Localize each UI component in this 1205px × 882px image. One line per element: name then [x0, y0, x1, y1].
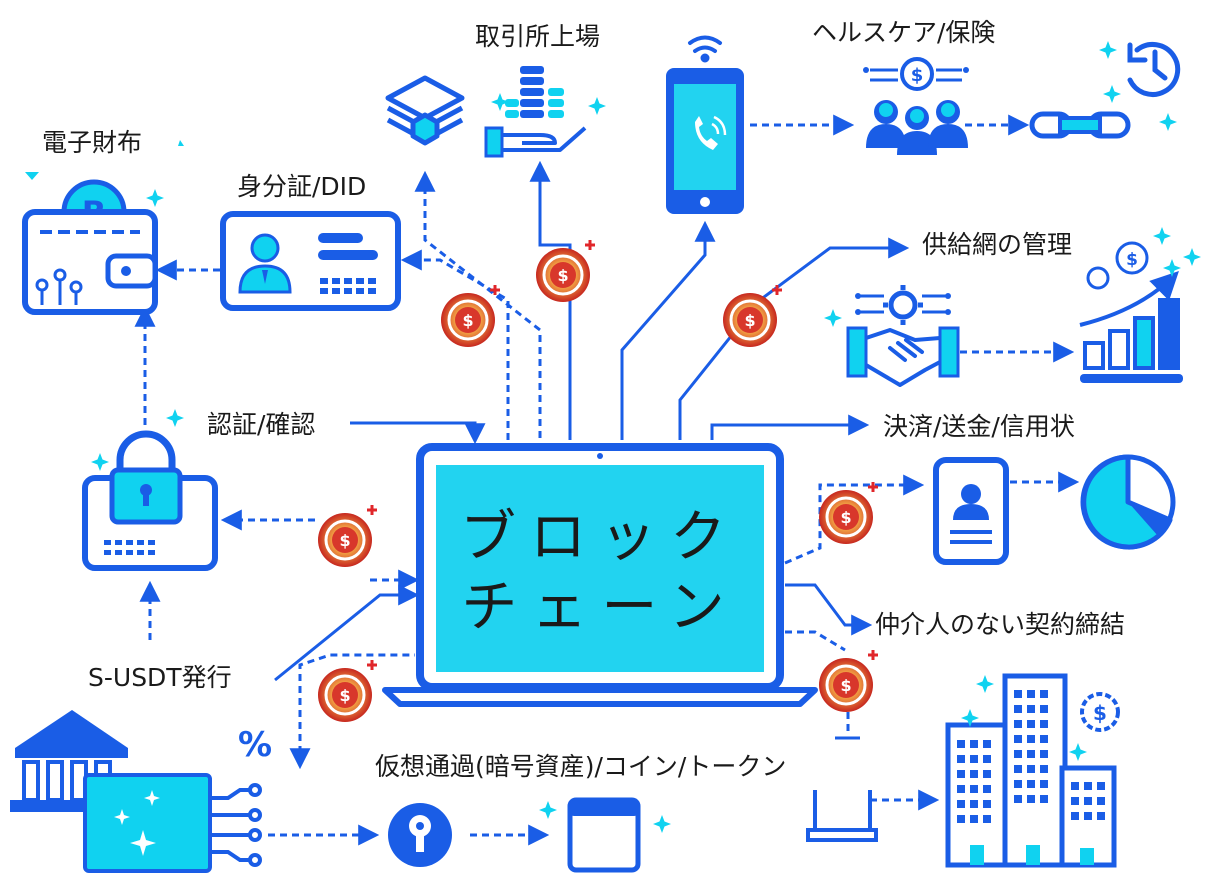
label-contract: 仲介人のない契約締結 — [875, 610, 1126, 639]
buildings-icon: $ — [945, 673, 1120, 868]
wallet-bitcoin-icon: B — [22, 179, 158, 315]
label-supply-chain: 供給網の管理 — [922, 230, 1073, 259]
smartphone-icon — [666, 68, 744, 214]
blocks-icon — [385, 75, 465, 146]
chain-link-icon — [1029, 111, 1131, 139]
svg-text:$: $ — [1126, 250, 1138, 270]
key-circle-icon — [388, 803, 452, 867]
percent-icon: % — [238, 725, 273, 765]
svg-text:$: $ — [1093, 701, 1107, 725]
label-identity: 身分証/DID — [237, 172, 367, 201]
label-auth: 認証/確認 — [207, 410, 316, 439]
padlock-icon — [82, 430, 218, 571]
connectors — [134, 114, 1080, 846]
laptop-icon — [382, 443, 818, 707]
people-money-icon: $ — [863, 57, 969, 155]
label-wallet: 電子財布 — [42, 128, 143, 157]
id-card-icon — [220, 211, 401, 311]
center-title-line2: チェーン — [461, 575, 739, 640]
svg-text:$: $ — [911, 65, 924, 86]
label-issuance: S-USDT発行 — [88, 663, 232, 692]
handshake-icon — [846, 285, 960, 387]
clock-icon — [1127, 41, 1181, 97]
center-title: ブロック チェーン — [430, 503, 770, 643]
pie-chart-icon — [1080, 454, 1176, 550]
growth-chart-icon: $ — [1079, 241, 1183, 383]
circuit-card-icon — [83, 773, 262, 873]
coin-stack-hand-icon — [484, 66, 606, 158]
browser-window-icon — [567, 797, 641, 873]
label-payment: 決済/送金/信用状 — [883, 412, 1075, 441]
router-icon — [806, 790, 878, 842]
center-title-line1: ブロック — [460, 505, 740, 570]
label-healthcare: ヘルスケア/保険 — [812, 18, 996, 47]
document-user-icon — [933, 457, 1009, 565]
wifi-icon — [688, 35, 722, 63]
label-exchange: 取引所上場 — [475, 22, 601, 51]
label-crypto: 仮想通過(暗号資産)/コイン/トークン — [375, 752, 787, 781]
